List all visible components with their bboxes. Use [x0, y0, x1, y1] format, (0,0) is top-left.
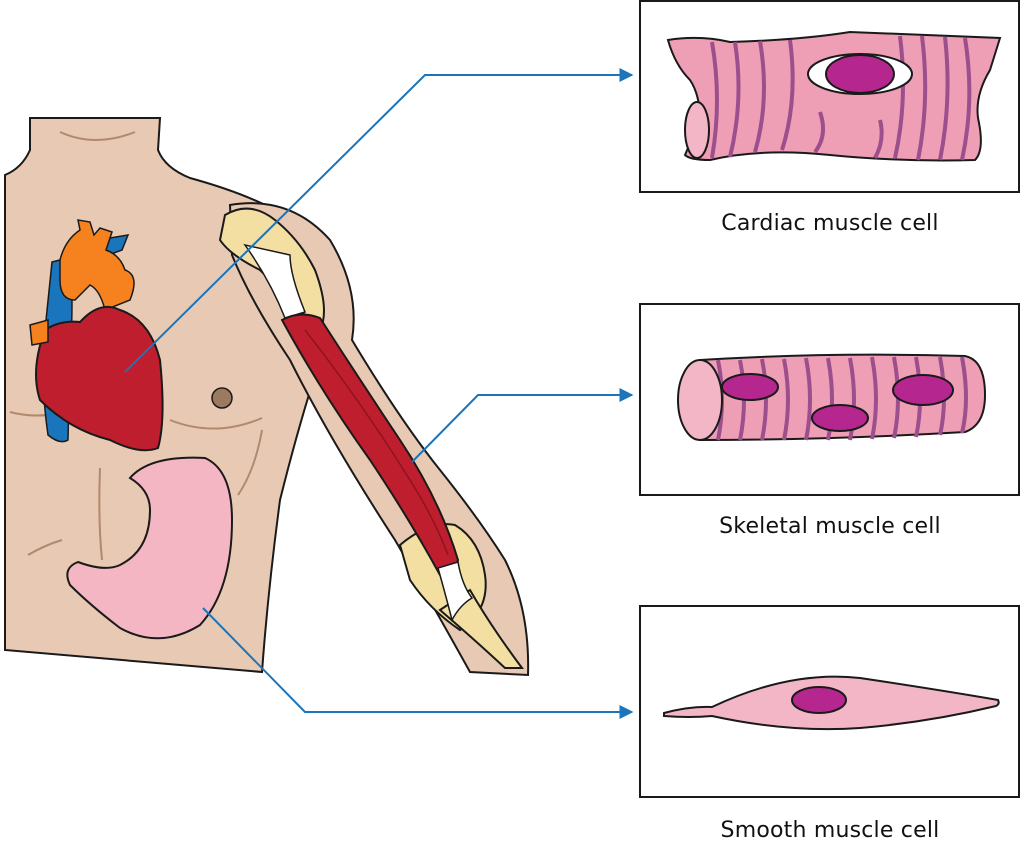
- heart-left-atrium: [29, 319, 49, 346]
- cardiac-striations: [710, 35, 972, 161]
- aorta: [59, 219, 135, 312]
- collar-line: [59, 131, 136, 141]
- arm: [218, 202, 530, 677]
- forearm-bones: [438, 588, 524, 669]
- connectors: [124, 68, 634, 719]
- abdomen-line-2: [27, 539, 63, 556]
- stomach: [66, 456, 234, 640]
- skeletal-nucleus-3: [892, 374, 954, 406]
- heart: [29, 219, 164, 452]
- cardiac-cell-end: [684, 101, 710, 159]
- lower-tendon: [437, 561, 474, 623]
- skeletal-striations: [716, 356, 968, 441]
- abdomen-line: [98, 467, 103, 561]
- heart-body: [35, 306, 164, 452]
- nipple: [211, 387, 233, 409]
- cardiac-cell-label: Cardiac muscle cell: [721, 211, 939, 236]
- cardiac-connector: [124, 68, 634, 373]
- skeletal-nucleus-1: [721, 373, 779, 401]
- smooth-cell-panel: [639, 605, 1020, 798]
- chest-line-right: [169, 417, 263, 430]
- skeletal-cell-panel: [639, 303, 1020, 496]
- smooth-cell-label: Smooth muscle cell: [720, 818, 940, 843]
- smooth-nucleus: [791, 686, 847, 714]
- biceps-muscle: [280, 313, 460, 577]
- skeletal-cell-label: Skeletal muscle cell: [719, 514, 941, 539]
- cardiac-nucleus: [825, 54, 895, 94]
- smooth-connector: [202, 607, 634, 719]
- skeletal-connector: [411, 388, 634, 463]
- biceps-shade: [304, 329, 449, 556]
- rib-line: [237, 429, 263, 496]
- skeletal-cell-end: [677, 359, 723, 441]
- cardiac-cell-panel: [639, 0, 1020, 193]
- skeletal-nucleus-2: [811, 404, 869, 432]
